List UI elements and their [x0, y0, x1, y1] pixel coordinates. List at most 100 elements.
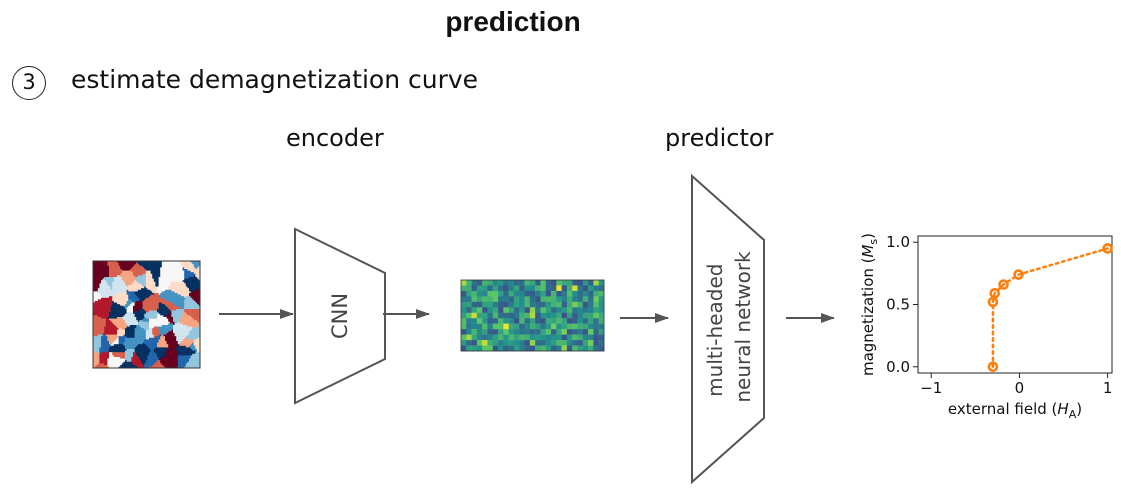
grain-cell	[173, 305, 175, 308]
grain-cell	[126, 264, 129, 267]
grain-cell	[105, 278, 108, 281]
grain-cell	[160, 342, 163, 345]
grain-cell	[139, 365, 142, 367]
grain-cell	[198, 286, 200, 289]
grain-cell	[147, 297, 150, 300]
grain-cell	[157, 336, 159, 339]
grain-cell	[120, 350, 123, 353]
grain-cell	[187, 285, 190, 287]
grain-cell	[158, 361, 161, 364]
grain-cell	[184, 337, 187, 340]
grain-cell	[102, 278, 105, 281]
grain-cell	[115, 261, 118, 263]
grain-cell	[97, 296, 100, 299]
grain-cell	[101, 329, 103, 332]
grain-cell	[161, 360, 164, 363]
grain-cell	[123, 309, 126, 311]
grain-cell	[117, 366, 119, 368]
grain-cell	[117, 285, 119, 287]
grain-cell	[110, 275, 113, 278]
latent-cell	[545, 318, 552, 324]
grain-cell	[117, 281, 119, 284]
grain-cell	[173, 267, 175, 270]
grain-cell	[155, 344, 158, 347]
grain-cell	[93, 355, 95, 358]
grain-cell	[160, 283, 163, 286]
grain-cell	[129, 323, 132, 326]
grain-cell	[94, 312, 97, 315]
grain-cell	[126, 337, 129, 340]
grain-cell	[193, 304, 196, 307]
grain-cell	[97, 265, 100, 268]
grain-cell	[173, 309, 175, 311]
grain-cell	[144, 352, 147, 355]
grain-cell	[105, 347, 108, 350]
grain-cell	[192, 305, 195, 308]
grain-cell	[155, 325, 158, 327]
grain-cell	[169, 333, 172, 335]
grain-cell	[179, 339, 182, 342]
grain-cell	[96, 269, 99, 271]
grain-cell	[110, 363, 113, 366]
grain-cell	[169, 328, 172, 331]
grain-cell	[144, 318, 147, 321]
grain-cell	[184, 305, 187, 308]
grain-cell	[163, 270, 166, 273]
grain-cell	[161, 264, 164, 267]
grain-cell	[112, 285, 115, 287]
grain-cell	[174, 302, 177, 305]
grain-cell	[168, 270, 171, 273]
grain-cell	[169, 310, 172, 313]
grain-cell	[168, 328, 171, 331]
latent-cell	[561, 290, 568, 297]
grain-cell	[120, 265, 123, 268]
grain-cell	[118, 305, 121, 308]
grain-cell	[147, 347, 150, 350]
grain-cell	[179, 317, 182, 319]
grain-cell	[96, 360, 99, 363]
grain-cell	[113, 352, 116, 355]
grain-cell	[182, 358, 185, 361]
grain-cell	[149, 363, 151, 366]
grain-cell	[189, 333, 191, 335]
grain-cell	[142, 280, 145, 283]
grain-cell	[134, 296, 137, 299]
grain-cell	[184, 353, 187, 356]
grain-cell	[189, 286, 191, 289]
grain-cell	[125, 267, 127, 270]
grain-cell	[166, 328, 169, 331]
grain-cell	[163, 294, 166, 297]
grain-cell	[157, 333, 159, 335]
grain-cell	[131, 264, 134, 267]
grain-cell	[112, 326, 115, 329]
latent-cell	[461, 301, 467, 308]
grain-cell	[153, 277, 156, 279]
grain-cell	[152, 302, 155, 305]
grain-cell	[197, 273, 199, 276]
grain-cell	[94, 358, 97, 361]
grain-cell	[126, 321, 129, 324]
grain-cell	[139, 318, 142, 321]
latent-cell	[466, 323, 472, 330]
grain-cell	[102, 286, 105, 289]
grain-cell	[161, 270, 164, 273]
grain-cell	[115, 325, 118, 327]
grain-cell	[133, 342, 135, 345]
grain-cell	[128, 328, 131, 331]
latent-cell	[540, 280, 546, 286]
grain-cell	[97, 353, 100, 356]
grain-cell	[101, 361, 103, 364]
grain-cell	[93, 262, 95, 265]
grain-cell	[131, 333, 134, 335]
grain-cell	[158, 291, 161, 294]
grain-cell	[123, 315, 126, 318]
grain-cell	[171, 315, 174, 318]
grain-cell	[115, 320, 118, 323]
grain-cell	[123, 281, 126, 284]
grain-cell	[153, 345, 156, 348]
grain-cell	[157, 317, 159, 319]
grain-cell	[157, 299, 159, 302]
latent-cell	[482, 323, 488, 330]
grain-cell	[158, 304, 161, 307]
grain-cell	[161, 310, 164, 313]
